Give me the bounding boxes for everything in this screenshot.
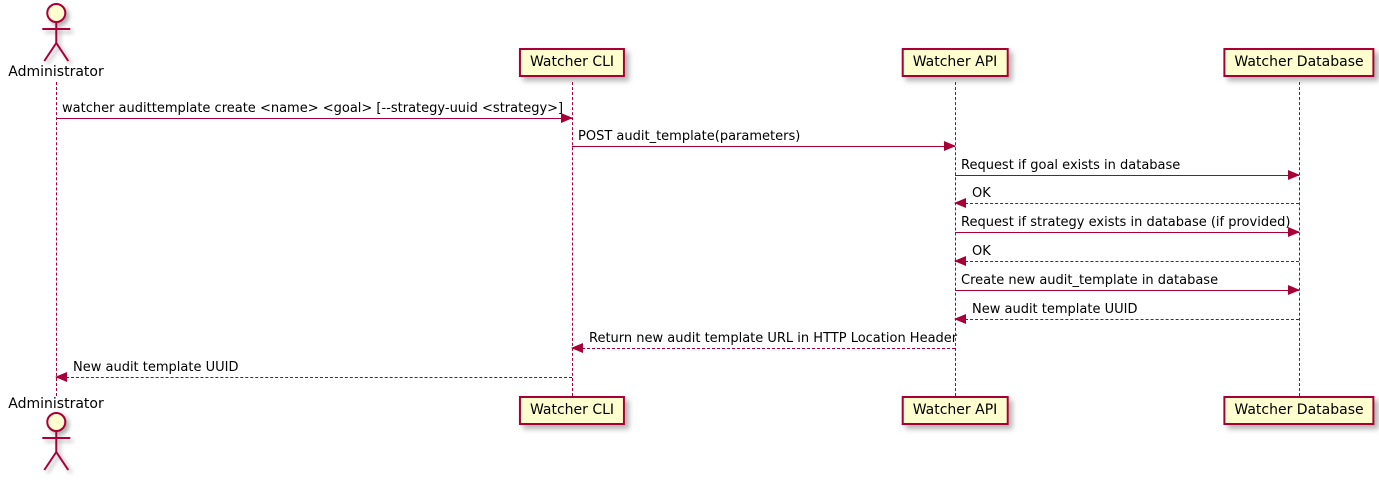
message-label: POST audit_template(parameters)	[578, 129, 801, 144]
lifeline-watcher-api	[955, 82, 956, 396]
message-label: OK	[972, 186, 991, 201]
arrowhead-icon	[1288, 285, 1300, 295]
lifeline-watcher-cli	[572, 82, 573, 396]
message: watcher audittemplate create <name> <goa…	[56, 98, 573, 123]
arrowhead-icon	[1288, 227, 1300, 237]
participant-watcher-database-top: Watcher Database	[1223, 48, 1375, 77]
message-label: OK	[972, 244, 991, 259]
arrowhead-icon	[954, 256, 966, 266]
arrowhead-icon	[954, 314, 966, 324]
message: Create new audit_template in database	[955, 270, 1300, 295]
arrowhead-icon	[561, 113, 573, 123]
arrowhead-icon	[1288, 170, 1300, 180]
actor-icon	[42, 3, 70, 62]
message-label: Request if goal exists in database	[961, 158, 1181, 173]
message: POST audit_template(parameters)	[572, 126, 956, 151]
message-label: Request if strategy exists in database (…	[961, 215, 1291, 230]
participant-watcher-cli-top: Watcher CLI	[518, 48, 626, 77]
participant-watcher-api-top: Watcher API	[901, 48, 1009, 77]
message: OK	[954, 241, 1299, 266]
participant-watcher-api-bottom: Watcher API	[901, 396, 1009, 425]
message-label: New audit template UUID	[73, 360, 239, 375]
actor-administrator-top: Administrator	[8, 3, 104, 80]
message: OK	[954, 183, 1299, 208]
arrowhead-icon	[954, 198, 966, 208]
message-label: New audit template UUID	[972, 302, 1138, 317]
arrowhead-icon	[944, 141, 956, 151]
message-label: watcher audittemplate create <name> <goa…	[62, 101, 564, 116]
lifeline-administrator	[56, 82, 57, 396]
arrowhead-icon	[571, 343, 583, 353]
arrowhead-icon	[55, 372, 67, 382]
participant-watcher-database-bottom: Watcher Database	[1223, 396, 1375, 425]
message: Return new audit template URL in HTTP Lo…	[571, 328, 958, 353]
message: Request if strategy exists in database (…	[955, 212, 1300, 237]
actor-administrator-bottom: Administrator	[8, 395, 104, 472]
lifeline-watcher-database	[1299, 82, 1300, 396]
actor-label: Administrator	[8, 396, 104, 412]
message-label: Return new audit template URL in HTTP Lo…	[589, 331, 958, 346]
message-label: Create new audit_template in database	[961, 273, 1219, 288]
actor-icon	[42, 412, 70, 471]
message: Request if goal exists in database	[955, 155, 1300, 180]
message: New audit template UUID	[954, 299, 1299, 324]
actor-label: Administrator	[8, 64, 104, 80]
participant-watcher-cli-bottom: Watcher CLI	[518, 396, 626, 425]
message: New audit template UUID	[55, 357, 572, 382]
